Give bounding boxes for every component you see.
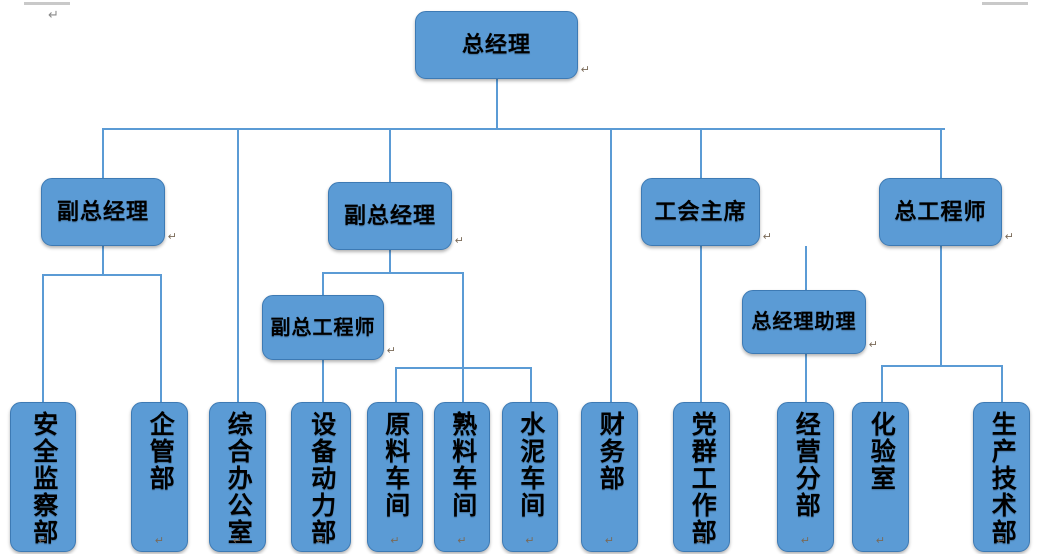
node-label: 总工程师	[894, 198, 987, 224]
node-label: 化验室	[867, 411, 895, 492]
connector-deputy2-to-dce	[322, 272, 324, 295]
connector-deputy2-bus	[322, 272, 463, 274]
node-label: 安全监察部	[29, 411, 57, 546]
node-label: 总经理助理	[751, 311, 857, 333]
node-label: 总经理	[461, 31, 531, 57]
paragraph-mark-icon: ↵	[167, 231, 177, 243]
node-department-business_branch[interactable]: 经营分部 ↵	[777, 402, 834, 552]
paragraph-mark-icon: ↵	[390, 535, 400, 547]
connector-deputy1-to-entmgmt	[160, 274, 162, 402]
paragraph-mark-icon: ↵	[154, 535, 165, 547]
paragraph-mark-icon: ↵	[604, 535, 615, 547]
paragraph-mark-icon: ↵	[762, 231, 772, 243]
node-label: 副总工程师	[270, 316, 376, 339]
node-label: 设备动力部	[307, 411, 335, 546]
node-label: 经营分部	[792, 411, 820, 519]
connector-union-to-party	[700, 246, 702, 402]
connector-drop-general-office	[237, 128, 239, 402]
paragraph-mark-icon: ↵	[580, 64, 590, 76]
connector-drop-finance	[610, 128, 612, 402]
connector-chief-to-prodtech	[1001, 365, 1003, 402]
connector-shops-to-clinker	[462, 367, 464, 402]
connector-drop-deputy-gm-1	[102, 128, 104, 178]
connector-deputy1-stem	[102, 246, 104, 274]
node-label: 综合办公室	[224, 411, 252, 546]
node-label: 熟料车间	[448, 411, 476, 519]
connector-drop-chief-eng	[940, 128, 942, 178]
node-department-raw_material_shop[interactable]: 原料车间 ↵	[367, 402, 423, 552]
top-left-margin-mark	[24, 2, 70, 5]
paragraph-mark-icon: ↵	[457, 535, 467, 547]
connector-gma-to-business	[805, 354, 807, 402]
node-department-general_office[interactable]: 综合办公室↵	[209, 402, 266, 552]
connector-gm-stem	[496, 79, 498, 128]
connector-deputy1-bus	[42, 274, 161, 276]
connector-deputy2-to-shops	[462, 272, 464, 367]
node-label: 财务部	[596, 411, 624, 492]
node-deputy-chief-engineer[interactable]: 副总工程师 ↵	[262, 295, 396, 360]
node-department-party_mass_work[interactable]: 党群工作部↵	[673, 402, 730, 552]
node-department-enterprise_mgmt[interactable]: 企管部 ↵	[131, 402, 188, 552]
connector-chief-to-lab	[881, 365, 883, 402]
connector-deputy2-stem	[389, 250, 391, 272]
top-right-margin-mark	[982, 2, 1028, 5]
node-department-equipment_power[interactable]: 设备动力部↵	[291, 402, 351, 552]
node-label: 党群工作部	[688, 411, 716, 546]
node-label: 副总经理	[56, 198, 149, 224]
node-label: 副总经理	[343, 202, 436, 228]
node-label: 原料车间	[381, 411, 409, 519]
paragraph-mark-icon: ↵	[454, 235, 464, 247]
connector-drop-gm-assistant	[805, 246, 807, 290]
node-chief-engineer[interactable]: 总工程师 ↵	[879, 178, 1014, 246]
paragraph-mark-icon: ↵	[800, 535, 811, 547]
connector-shops-to-cement	[530, 367, 532, 402]
node-label: 工会主席	[654, 198, 747, 224]
connector-drop-deputy-gm-2	[389, 128, 391, 182]
paragraph-mark-icon: ↵	[1004, 231, 1014, 243]
connector-chief-eng-bus	[881, 365, 1001, 367]
node-label: 生产技术部	[988, 411, 1016, 546]
paragraph-mark-icon: ↵	[875, 535, 886, 547]
node-general-manager[interactable]: 总经理 ↵	[415, 11, 590, 79]
node-union-chairman[interactable]: 工会主席 ↵	[641, 178, 772, 246]
connector-deputy1-to-safety	[42, 274, 44, 402]
node-deputy-general-manager-1[interactable]: 副总经理 ↵	[41, 178, 177, 246]
node-department-production_tech[interactable]: 生产技术部↵	[973, 402, 1030, 552]
connector-chief-eng-stem	[940, 246, 942, 365]
node-deputy-general-manager-2[interactable]: 副总经理 ↵	[328, 182, 464, 250]
node-department-clinker_shop[interactable]: 熟料车间 ↵	[434, 402, 490, 552]
node-label: 水泥车间	[516, 411, 544, 519]
connector-top-bus	[102, 128, 945, 130]
stray-paragraph-mark-icon: ↵	[48, 7, 59, 22]
node-department-laboratory[interactable]: 化验室 ↵	[852, 402, 909, 552]
node-department-safety_supervision[interactable]: 安全监察部↵	[10, 402, 76, 552]
node-department-finance[interactable]: 财务部 ↵	[581, 402, 638, 552]
node-department-cement_shop[interactable]: 水泥车间 ↵	[502, 402, 558, 552]
connector-dce-stem	[322, 360, 324, 402]
paragraph-mark-icon: ↵	[386, 345, 396, 357]
paragraph-mark-icon: ↵	[525, 535, 535, 547]
paragraph-mark-icon: ↵	[868, 339, 878, 351]
connector-drop-union	[700, 128, 702, 178]
node-general-manager-assistant[interactable]: 总经理助理 ↵	[742, 290, 878, 354]
connector-shops-to-raw	[395, 367, 397, 402]
node-label: 企管部	[146, 411, 174, 492]
